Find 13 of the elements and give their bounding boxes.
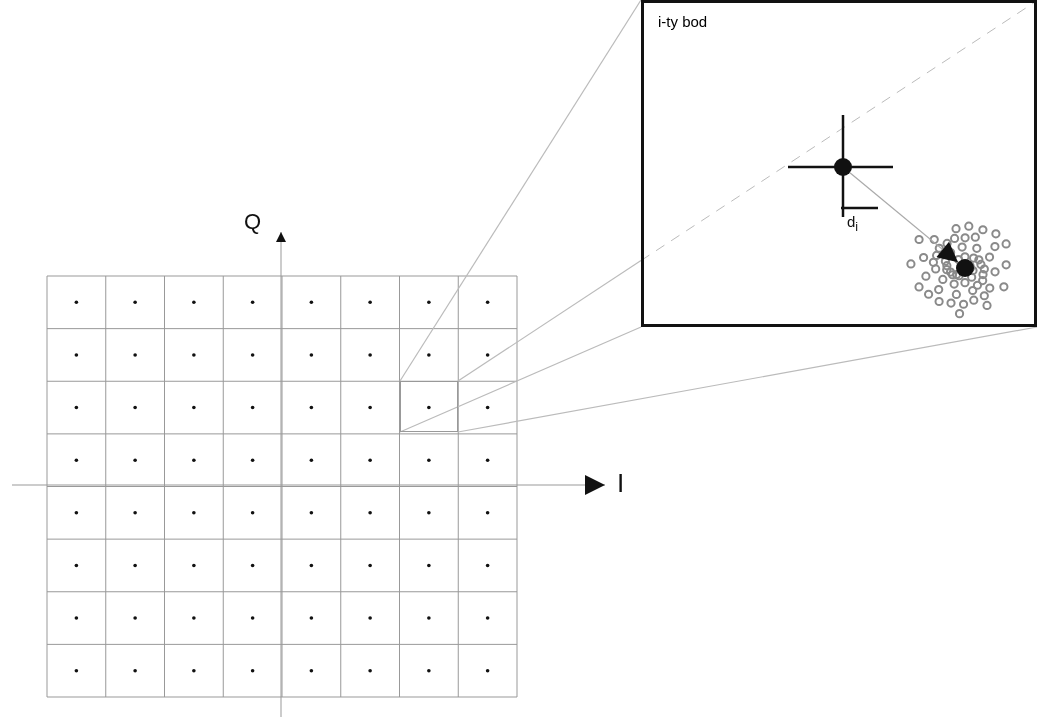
zoom-projection-line — [399, 0, 642, 382]
zoom-inset-panel — [641, 0, 1037, 327]
zoom-projection-line — [399, 326, 642, 433]
highlighted-cell — [400, 381, 458, 432]
axis-label: Q — [244, 211, 262, 233]
distance-label: d$_{i}$ — [847, 214, 859, 234]
axis-label: I — [617, 470, 625, 496]
zoom-projection-line — [457, 259, 642, 382]
arrow — [849, 172, 959, 263]
inset-title: i-ty bod — [658, 13, 708, 30]
ideal-point — [834, 158, 852, 176]
received-point — [956, 259, 974, 277]
zoom-projection-line — [457, 326, 1038, 433]
